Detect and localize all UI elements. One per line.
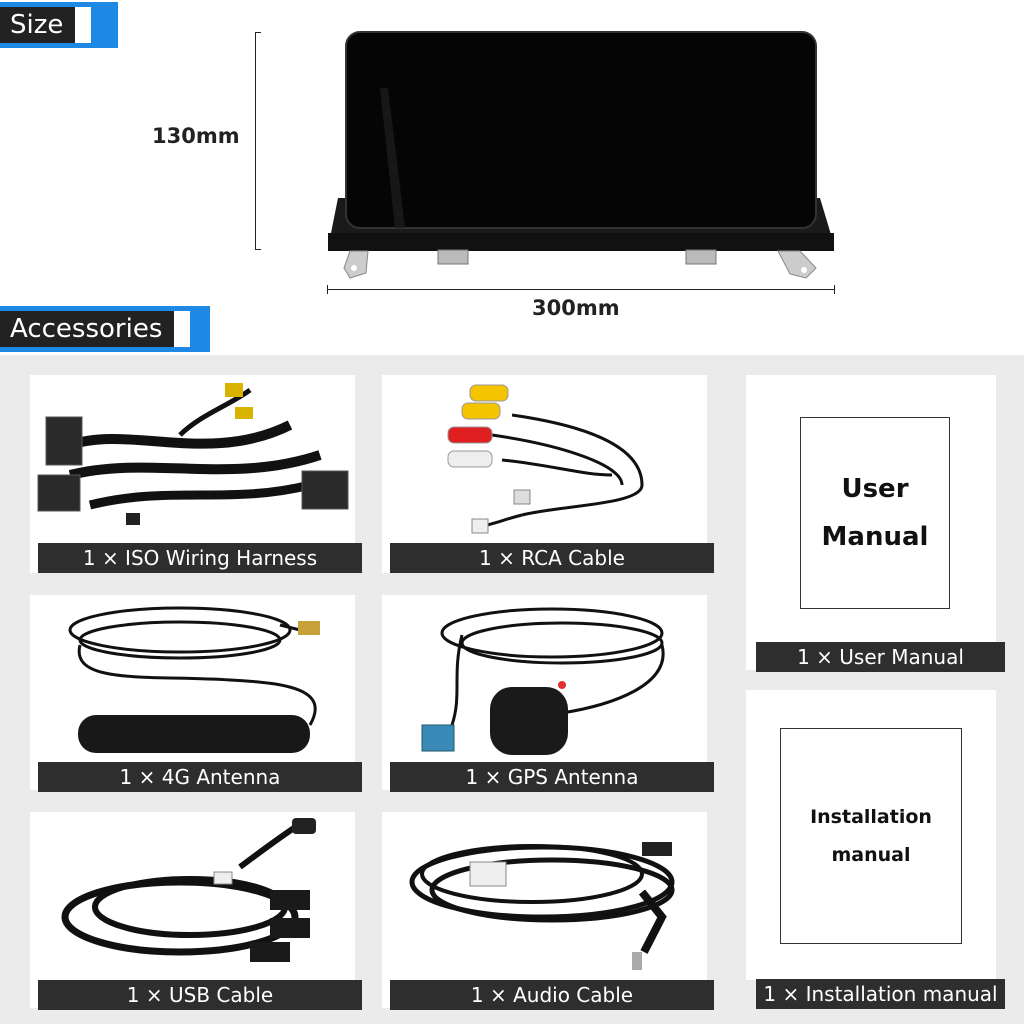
rca-cable-label: 1 × RCA Cable xyxy=(390,543,714,573)
usb-cable-label: 1 × USB Cable xyxy=(38,980,362,1010)
gps-antenna-label: 1 × GPS Antenna xyxy=(390,762,714,792)
card-user-manual: User Manual xyxy=(746,375,996,670)
size-section-title: Size xyxy=(0,7,76,43)
user-manual-image: User Manual xyxy=(800,417,950,609)
card-iso-wiring-harness xyxy=(30,375,355,573)
accessories-section-title: Accessories xyxy=(0,311,175,347)
installation-manual-title-line2: manual xyxy=(831,844,911,866)
4g-antenna-label: 1 × 4G Antenna xyxy=(38,762,362,792)
head-unit-image xyxy=(320,28,840,284)
installation-manual-label: 1 × Installation manual xyxy=(756,979,1005,1009)
width-dimension-line xyxy=(327,285,835,294)
audio-cable-label: 1 × Audio Cable xyxy=(390,980,714,1010)
height-dimension-line xyxy=(255,32,261,250)
card-gps-antenna xyxy=(382,595,707,790)
size-section-tab: Size xyxy=(0,2,118,48)
card-rca-cable xyxy=(382,375,707,573)
user-manual-title-line2: Manual xyxy=(821,522,929,552)
width-dimension-label: 300mm xyxy=(532,296,620,320)
rca-cable-image xyxy=(447,384,644,534)
iso-wiring-harness-label: 1 × ISO Wiring Harness xyxy=(38,543,362,573)
iso-wiring-harness-image xyxy=(37,383,349,525)
card-usb-cable xyxy=(30,812,355,1008)
audio-cable-image xyxy=(409,842,675,970)
height-dimension-label: 130mm xyxy=(152,124,240,148)
user-manual-title-line1: User xyxy=(841,474,909,504)
installation-manual-title-line1: Installation xyxy=(810,806,932,828)
gps-antenna-image xyxy=(421,607,665,755)
installation-manual-image: Installation manual xyxy=(780,728,962,944)
4g-antenna-image xyxy=(68,606,320,753)
card-installation-manual: Installation manual xyxy=(746,690,996,980)
card-audio-cable xyxy=(382,812,707,1008)
user-manual-label: 1 × User Manual xyxy=(756,642,1005,672)
usb-cable-image xyxy=(61,818,316,962)
accessories-section-tab: Accessories xyxy=(0,306,210,352)
card-4g-antenna xyxy=(30,595,355,790)
